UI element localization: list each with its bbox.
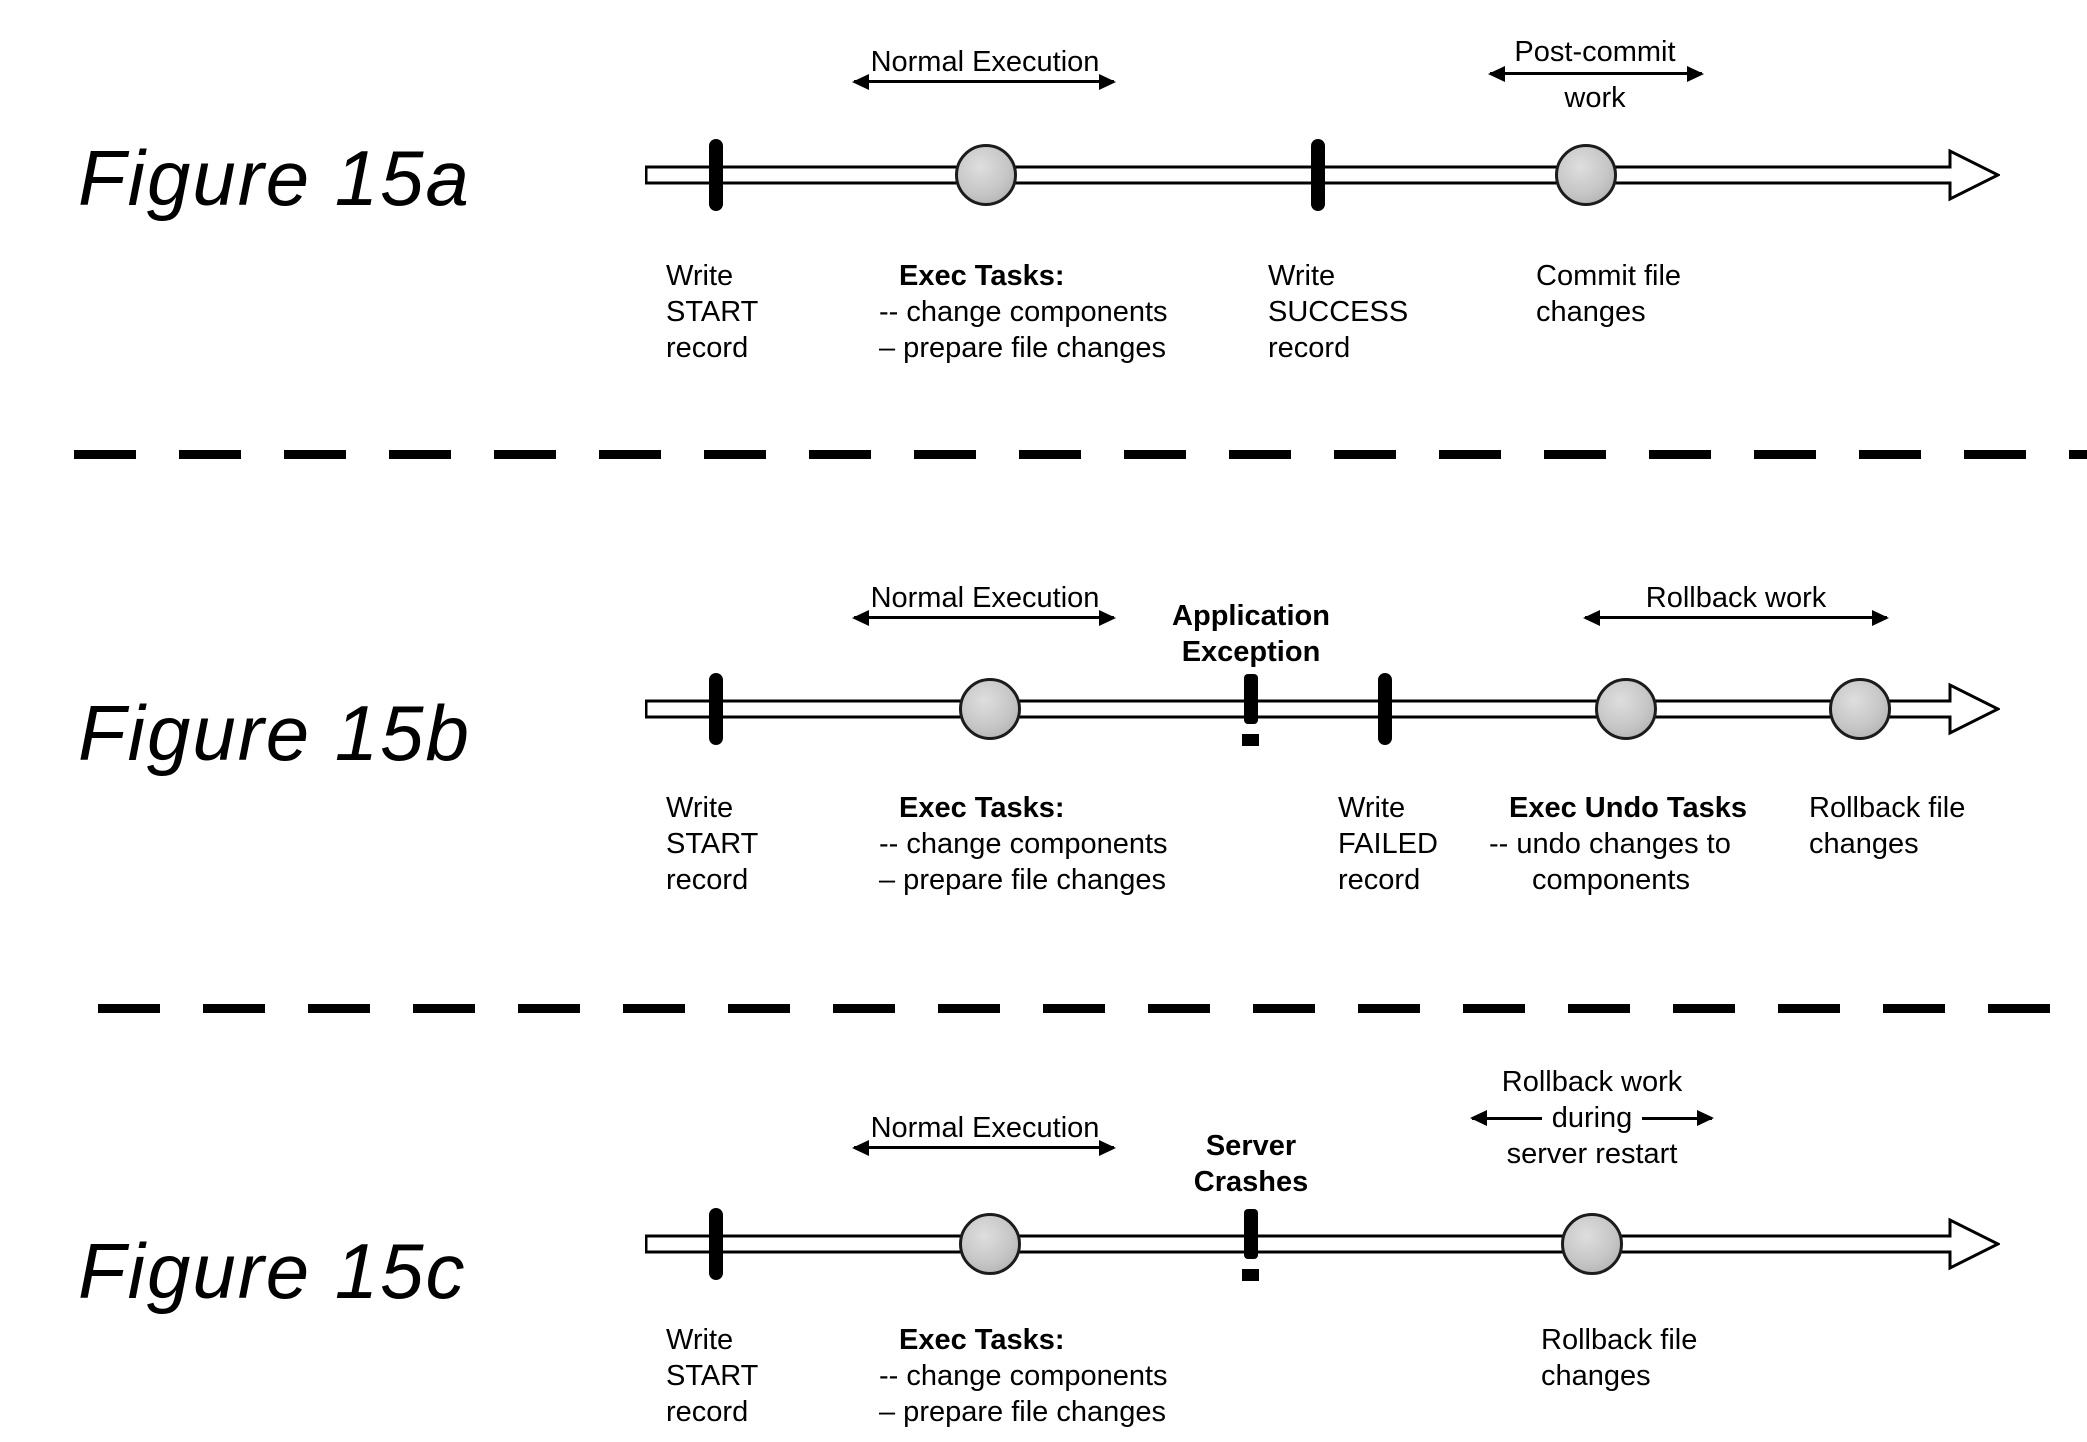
timeline-arrow-15c: [645, 1217, 2000, 1271]
exec-tasks-marker-b: [959, 678, 1021, 740]
label-heading: Exec Undo Tasks: [1509, 792, 1748, 824]
rollback-work-label: Rollback work: [1645, 582, 1827, 614]
figure-15c-title: Figure 15c: [78, 1227, 467, 1315]
exception-exclamation-dot: [1242, 734, 1259, 746]
commit-marker-a: [1555, 144, 1617, 206]
normal-execution-arrow-c: [852, 1139, 1116, 1156]
label-line: – prepare file changes: [879, 332, 1166, 364]
figure-15b-title: Figure 15b: [78, 689, 471, 777]
label-line: Crashes: [1193, 1166, 1309, 1198]
section-divider-1: [74, 450, 2087, 459]
label-line: record: [666, 332, 749, 364]
label-line: -- change components: [879, 1360, 1168, 1392]
label-line: – prepare file changes: [879, 864, 1166, 896]
normal-execution-label-c: Normal Execution: [870, 1112, 1100, 1144]
normal-execution-label-b: Normal Execution: [870, 582, 1100, 614]
normal-execution-arrow-a: [852, 73, 1116, 90]
figure-15a-title: Figure 15a: [78, 134, 471, 222]
rollback-restart-label-line3: server restart: [1506, 1138, 1678, 1170]
exec-tasks-marker-a: [955, 144, 1017, 206]
rollback-restart-label-line2: during: [1551, 1102, 1633, 1134]
label-line: SUCCESS: [1268, 296, 1409, 328]
label-line: Write: [666, 1324, 734, 1356]
rollback-work-arrow: [1583, 609, 1889, 626]
normal-execution-label-a: Normal Execution: [870, 46, 1100, 78]
label-line: Write: [666, 792, 734, 824]
write-start-label-c: Write START record: [666, 1322, 758, 1430]
server-crashes-label: Server Crashes: [1101, 1128, 1401, 1200]
label-line: -- change components: [879, 828, 1168, 860]
rollback-restart-label-line1: Rollback work: [1501, 1066, 1683, 1098]
label-line: Rollback file: [1541, 1324, 1698, 1356]
timeline-arrow-15b: [645, 682, 2000, 736]
write-success-label-a: Write SUCCESS record: [1268, 258, 1408, 366]
rollback-file-marker-b: [1829, 678, 1891, 740]
rollback-file-label-c: Rollback file changes: [1541, 1322, 1697, 1394]
post-commit-arrow: [1488, 65, 1704, 82]
start-record-marker-b: [709, 673, 723, 745]
label-line: record: [1338, 864, 1421, 896]
label-line: Write: [666, 260, 734, 292]
write-start-label-b: Write START record: [666, 790, 758, 898]
label-heading: Exec Tasks:: [899, 792, 1065, 824]
label-line: changes: [1536, 296, 1646, 328]
crash-exclamation-dot: [1242, 1269, 1259, 1281]
undo-tasks-marker-b: [1595, 678, 1657, 740]
exec-tasks-label-b: Exec Tasks: -- change components – prepa…: [879, 790, 1168, 898]
success-record-marker-a: [1311, 139, 1325, 211]
commit-file-label-a: Commit file changes: [1536, 258, 1681, 330]
label-line: Server: [1205, 1130, 1297, 1162]
label-heading: Exec Tasks:: [899, 1324, 1065, 1356]
exception-exclamation-bar: [1244, 674, 1258, 724]
label-line: Write: [1338, 792, 1406, 824]
label-line: changes: [1541, 1360, 1651, 1392]
label-line: -- undo changes to: [1489, 828, 1731, 860]
exec-tasks-label-c: Exec Tasks: -- change components – prepa…: [879, 1322, 1168, 1430]
post-commit-label-line2: work: [1564, 82, 1626, 114]
exec-undo-label-b: Exec Undo Tasks -- undo changes to compo…: [1489, 790, 1747, 898]
label-line: FAILED: [1338, 828, 1438, 860]
post-commit-label-line1: Post-commit: [1514, 36, 1676, 68]
rollback-file-marker-c: [1561, 1213, 1623, 1275]
start-record-marker-a: [709, 139, 723, 211]
exec-tasks-label-a: Exec Tasks: -- change components – prepa…: [879, 258, 1168, 366]
exec-tasks-marker-c: [959, 1213, 1021, 1275]
normal-execution-arrow-b: [852, 609, 1116, 626]
label-line: Write: [1268, 260, 1336, 292]
rollback-restart-arrow-row: during: [1432, 1100, 1752, 1136]
label-line: START: [666, 828, 759, 860]
arrow-right-half: [1642, 1110, 1715, 1126]
label-line: – prepare file changes: [879, 1396, 1166, 1428]
label-line: Exception: [1181, 636, 1321, 668]
label-line: components: [1532, 864, 1690, 896]
label-line: START: [666, 1360, 759, 1392]
label-line: -- change components: [879, 296, 1168, 328]
rollback-file-label-b: Rollback file changes: [1809, 790, 1965, 862]
label-heading: Exec Tasks:: [899, 260, 1065, 292]
section-divider-2: [98, 1004, 2050, 1013]
label-line: Rollback file: [1809, 792, 1966, 824]
label-line: START: [666, 296, 759, 328]
write-start-label-a: Write START record: [666, 258, 758, 366]
label-line: record: [666, 1396, 749, 1428]
label-line: record: [666, 864, 749, 896]
label-line: changes: [1809, 828, 1919, 860]
crash-exclamation-bar: [1244, 1209, 1258, 1259]
application-exception-label: Application Exception: [1101, 598, 1401, 670]
failed-record-marker-b: [1378, 673, 1392, 745]
start-record-marker-c: [709, 1208, 723, 1280]
label-line: Commit file: [1536, 260, 1682, 292]
write-failed-label-b: Write FAILED record: [1338, 790, 1438, 898]
label-line: Application: [1172, 600, 1330, 632]
arrow-left-half: [1469, 1110, 1542, 1126]
label-line: record: [1268, 332, 1351, 364]
